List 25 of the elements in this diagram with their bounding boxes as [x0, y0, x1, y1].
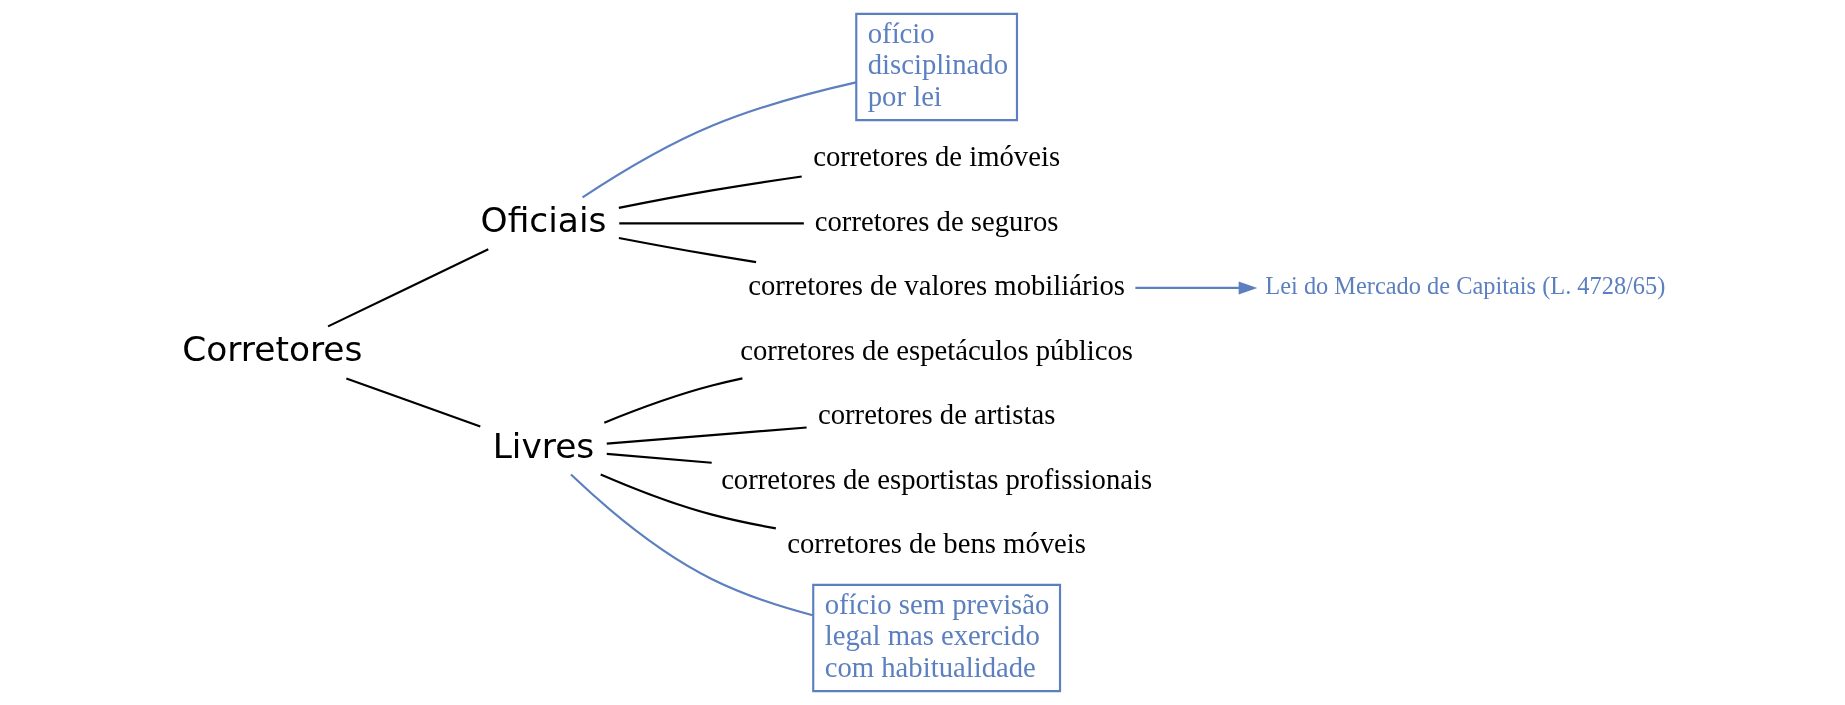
node-text: corretores de espetáculos públicos	[739, 333, 1133, 366]
connector	[327, 248, 489, 328]
node-text: Lei do Mercado de Capitais (L. 4728/65)	[1264, 271, 1665, 299]
node-text: corretores de valores mobiliários	[747, 269, 1125, 302]
connector	[618, 175, 802, 209]
connector	[606, 452, 712, 464]
node-text: Livres	[492, 425, 594, 466]
node-box: ofício disciplinado por lei	[854, 12, 1018, 122]
node-text: corretores de bens móveis	[786, 527, 1086, 560]
arrow	[1134, 281, 1257, 295]
node-text: Oficiais	[480, 200, 606, 241]
node-box: ofício sem previsão legal mas exercido com habitualidade	[811, 583, 1061, 693]
connector	[599, 473, 776, 530]
connector	[618, 236, 756, 264]
connector	[581, 81, 856, 199]
node-text: corretores de imóveis	[812, 139, 1060, 172]
connector	[618, 222, 804, 225]
node-text: corretores de artistas	[817, 398, 1055, 431]
connector	[345, 377, 481, 428]
node-text: Corretores	[181, 329, 362, 370]
connector	[606, 426, 807, 445]
connector	[569, 473, 813, 617]
connector	[603, 377, 743, 424]
node-text: corretores de seguros	[814, 204, 1059, 237]
node-text: corretores de esportistas profissionais	[720, 462, 1152, 495]
